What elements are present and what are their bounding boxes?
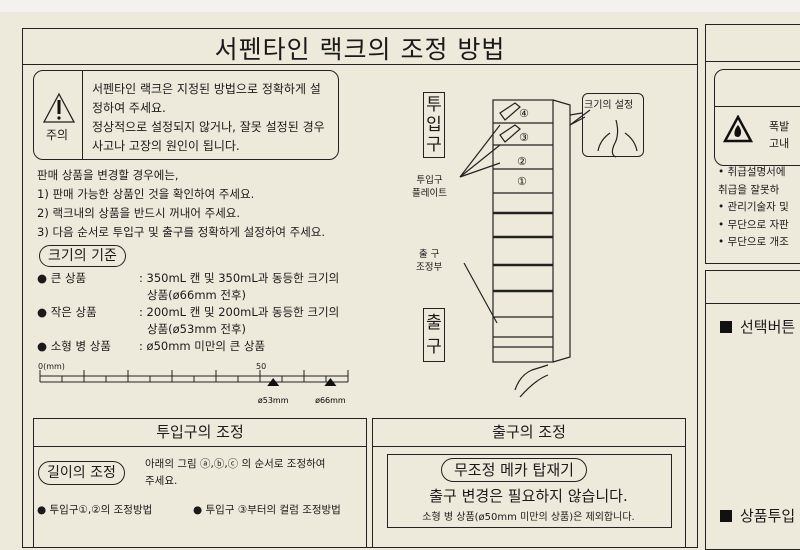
ruler-start-label: 0(mm) (38, 362, 65, 371)
change-step: 2) 랙크내의 상품을 반드시 꺼내어 주세요. (37, 206, 241, 220)
position-2: ② (517, 155, 527, 168)
size-item-large: ● 큰 상품: 350mL 캔 및 350mL과 동등한 크기의 (37, 271, 340, 285)
position-1: ① (517, 175, 527, 188)
change-instructions: 판매 상품을 변경할 경우에는, 1) 판매 가능한 상품인 것을 확인하여 주… (37, 166, 325, 242)
outlet-note: 소형 병 상품(ø50mm 미만의 상품)은 제외합니다. (422, 512, 635, 523)
no-adjust-box (387, 454, 672, 528)
outlet-main-text: 출구 변경은 필요하지 않습니다. (429, 487, 628, 505)
square-bullet-icon (720, 510, 732, 522)
size-item-note: 상품(ø66mm 전후) (147, 288, 247, 302)
caution-text: 서펜타인 랙크은 지정된 방법으로 정확하게 설 정하여 주세요. 정상적으로 … (92, 80, 325, 156)
caution-line: 정하여 주세요. (92, 101, 166, 115)
inlet-method-1: ● 투입구①,②의 조정방법 (37, 504, 153, 516)
ruler-marker (267, 378, 280, 386)
right-bullets: • 취급설명서에 취급을 잘못하• 관리기술자 및• 무단으로 자판• 무단으로… (718, 166, 789, 248)
divider (705, 303, 800, 304)
square-bullet-icon (720, 321, 732, 333)
right-warning-box (714, 69, 800, 166)
ruler-marker-label: ø53mm (258, 396, 289, 405)
section-product-insert: 상품투입 (720, 505, 795, 526)
caution-line: 서펜타인 랙크은 지정된 방법으로 정확하게 설 (92, 82, 321, 96)
change-step: 3) 다음 순서로 투입구 및 출구를 정확하게 설정하여 주세요. (37, 225, 326, 239)
rack-shelves (493, 122, 553, 348)
serpentine-rack-illustration: ④ ③ ② ① (459, 99, 638, 398)
hand-illustration (514, 364, 549, 398)
divider (372, 446, 686, 447)
ruler-marker-label: ø66mm (315, 396, 346, 405)
right-warning-panel (705, 24, 800, 264)
length-adjust-pill: 길이의 조정 (38, 461, 125, 485)
size-item-bottle: ● 소형 병 상품: ø50mm 미만의 큰 상품 (37, 339, 266, 353)
caution-line: 정상적으로 설정되지 않거나, 잘못 설정된 경우 (92, 120, 325, 134)
fire-warning-icon (723, 115, 753, 143)
caution-line: 사고나 고장의 원인이 됩니다. (92, 139, 240, 153)
size-list: ● 큰 상품: 350mL 캔 및 350mL과 동등한 크기의 상품(ø66m… (37, 270, 339, 355)
position-3: ③ (519, 131, 529, 144)
section-select-button: 선택버튼 (720, 316, 795, 337)
inlet-method-2: ● 투입구 ③부터의 컬럼 조정방법 (193, 504, 341, 516)
rack-frame (492, 99, 554, 363)
size-item-note: 상품(ø53mm 전후) (147, 322, 247, 336)
caution-divider (82, 70, 83, 160)
warning-triangle-icon (42, 92, 76, 123)
photo-edge (0, 0, 800, 12)
size-item-small: ● 작은 상품: 200mL 캔 및 200mL과 동등한 크기의 (37, 305, 340, 319)
change-intro: 판매 상품을 변경할 경우에는, (37, 168, 179, 182)
ruler-marker (324, 378, 337, 386)
outlet-adjust-heading: 출구의 조정 (492, 423, 566, 441)
caution-label: 주의 (46, 128, 69, 142)
size-standard-heading: 크기의 기준 (39, 245, 126, 267)
page-title: 서펜타인 랙크의 조정 방법 (214, 35, 506, 64)
divider (33, 446, 367, 447)
position-4: ④ (519, 107, 529, 120)
no-adjust-pill: 무조정 메카 탑재기 (441, 458, 587, 482)
inlet-adjust-heading: 투입구의 조정 (156, 423, 244, 441)
change-step: 1) 판매 가능한 상품인 것을 확인하여 주세요. (37, 187, 255, 201)
title-divider (22, 64, 698, 65)
size-setting-label: 크기의 설정 (584, 100, 634, 111)
ruler: ø53mm ø66mm (39, 370, 349, 405)
size-setting-callout (582, 93, 644, 157)
divider (714, 106, 800, 107)
caution-box (33, 70, 339, 160)
divider (705, 61, 800, 62)
ruler-mid-label: 50 (256, 362, 267, 371)
